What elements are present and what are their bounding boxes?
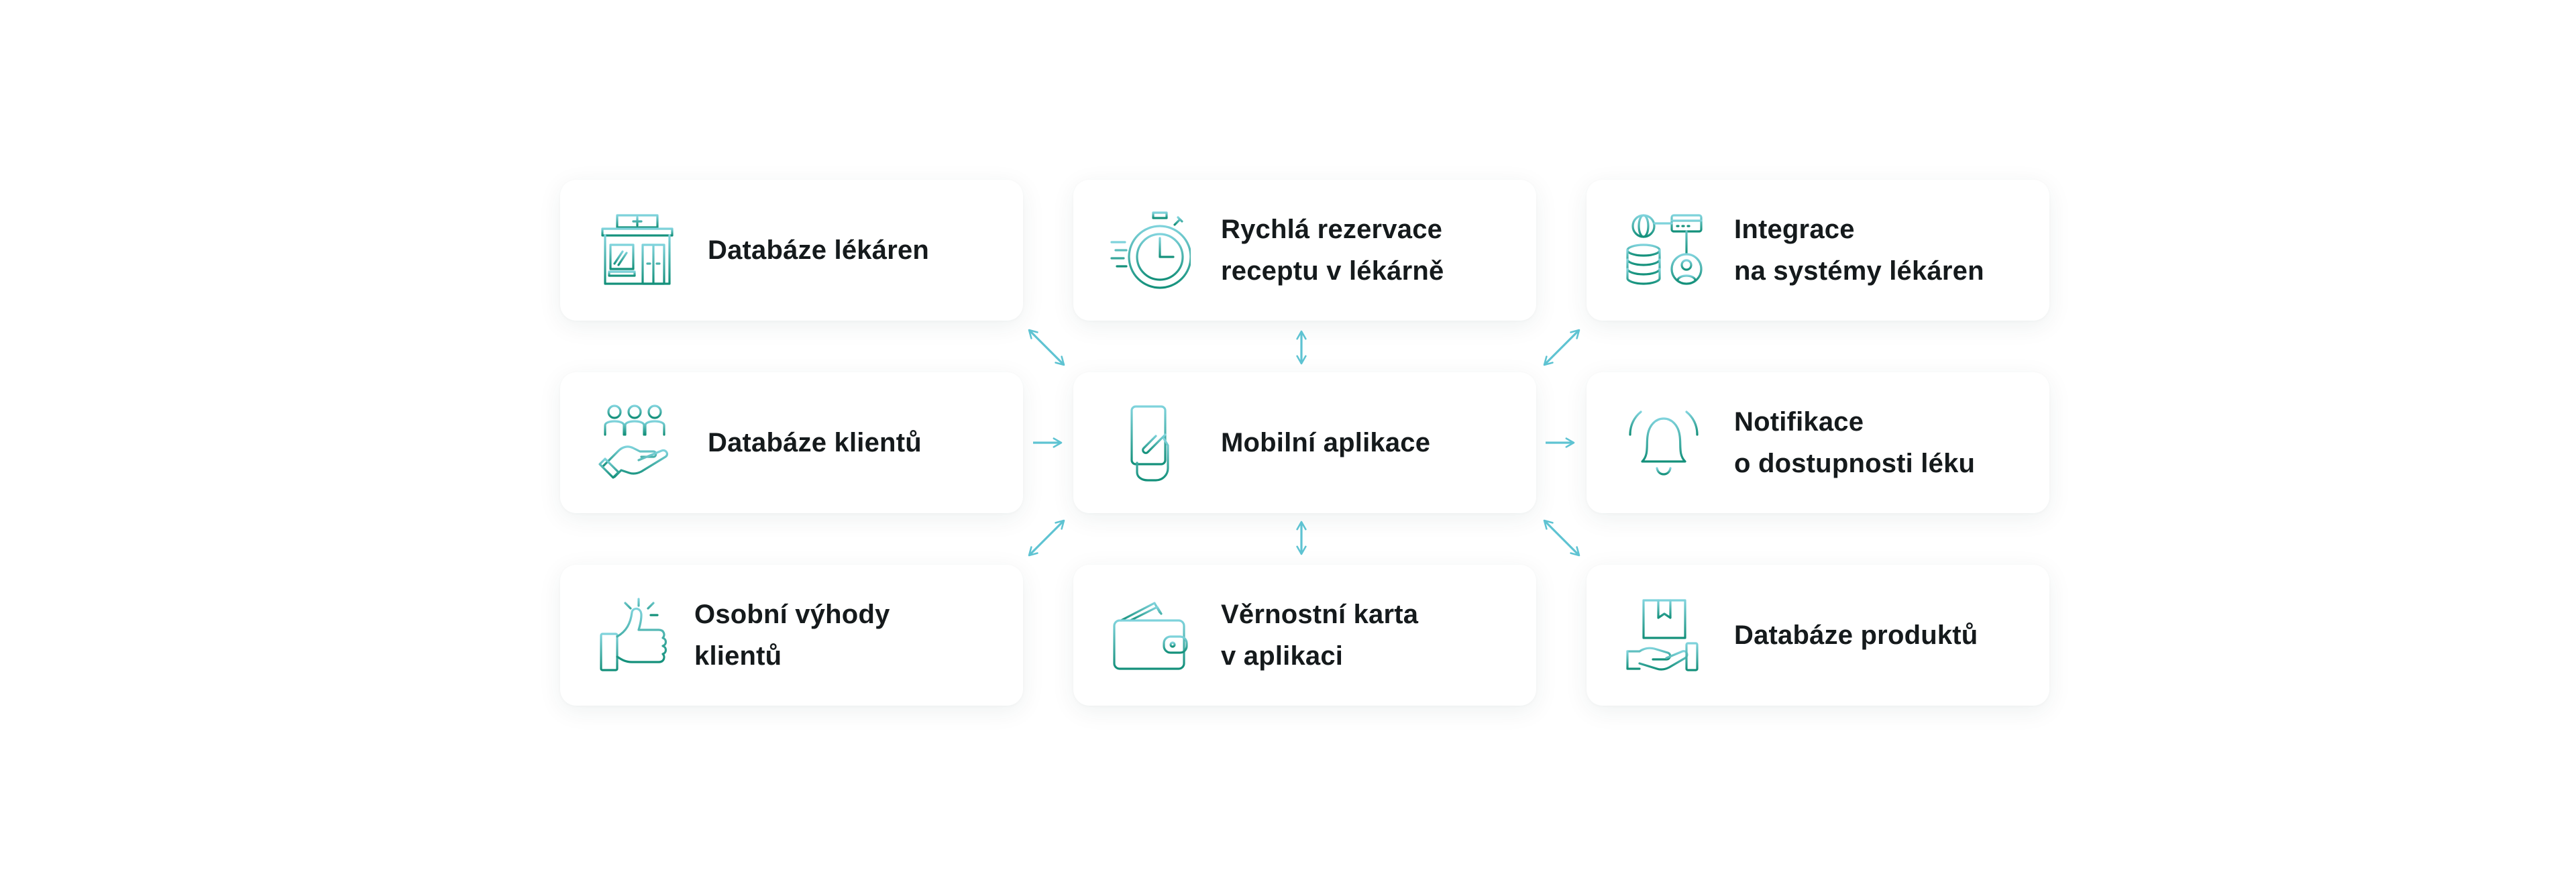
card-label-line1: Osobní výhody	[694, 600, 890, 629]
card-label-line1: Mobilní aplikace	[1221, 428, 1431, 457]
card-label: Databáze produktů	[1734, 565, 2029, 706]
card-loyalty-card: Věrnostní karta v aplikaci	[1073, 565, 1536, 706]
arrow-pharmacy-database-to-mobile-app	[1026, 327, 1067, 368]
wallet-icon	[1110, 595, 1191, 675]
card-label-line1: Databáze lékáren	[708, 235, 930, 265]
card-label: Rychlá rezervace receptu v lékárně	[1221, 180, 1516, 321]
card-label-line2: receptu v lékárně	[1221, 256, 1444, 286]
database-network-icon	[1623, 210, 1704, 290]
arrow-product-database-to-mobile-app	[1542, 518, 1582, 558]
card-mobile-app: Mobilní aplikace	[1073, 372, 1536, 513]
arrow-client-database-to-mobile-app	[1030, 436, 1064, 449]
card-label-line1: Databáze produktů	[1734, 620, 1978, 650]
card-quick-reservation: Rychlá rezervace receptu v lékárně	[1073, 180, 1536, 321]
card-label: Osobní výhody klientů	[694, 565, 1003, 706]
arrow-mobile-app-to-notification	[1543, 436, 1576, 449]
arrow-loyalty-card-to-mobile-app	[1295, 519, 1308, 557]
arrow-integration-to-mobile-app	[1542, 327, 1582, 368]
card-label: Databáze lékáren	[708, 180, 1003, 321]
card-integration: Integrace na systémy lékáren	[1587, 180, 2049, 321]
smartphone-hand-icon	[1110, 402, 1191, 483]
box-hand-icon	[1623, 595, 1704, 675]
card-label: Integrace na systémy lékáren	[1734, 180, 2029, 321]
card-label: Mobilní aplikace	[1221, 372, 1516, 513]
card-product-database: Databáze produktů	[1587, 565, 2049, 706]
card-client-database: Databáze klientů	[560, 372, 1023, 513]
card-label-line2: o dostupnosti léku	[1734, 449, 1976, 478]
pharmacy-building-icon	[597, 210, 678, 290]
card-pharmacy-database: Databáze lékáren	[560, 180, 1023, 321]
card-label-line1: Věrnostní karta	[1221, 600, 1419, 629]
card-personal-benefits: Osobní výhody klientů	[560, 565, 1023, 706]
card-label-line2: klientů	[694, 641, 782, 671]
card-label: Notifikace o dostupnosti léku	[1734, 372, 2029, 513]
people-hand-icon	[597, 402, 678, 483]
card-label-line2: v aplikaci	[1221, 641, 1344, 671]
card-label-line1: Notifikace	[1734, 407, 1864, 437]
card-label-line1: Integrace	[1734, 215, 1855, 244]
card-label-line2: na systémy lékáren	[1734, 256, 1984, 286]
card-label-line1: Rychlá rezervace	[1221, 215, 1443, 244]
stopwatch-icon	[1110, 210, 1191, 290]
thumbs-up-icon	[597, 595, 678, 675]
bell-icon	[1623, 402, 1704, 483]
arrow-quick-reservation-to-mobile-app	[1295, 329, 1308, 366]
card-label: Databáze klientů	[708, 372, 1003, 513]
arrow-personal-benefits-to-mobile-app	[1026, 518, 1067, 558]
card-label: Věrnostní karta v aplikaci	[1221, 565, 1516, 706]
card-label-line1: Databáze klientů	[708, 428, 922, 457]
card-notification: Notifikace o dostupnosti léku	[1587, 372, 2049, 513]
